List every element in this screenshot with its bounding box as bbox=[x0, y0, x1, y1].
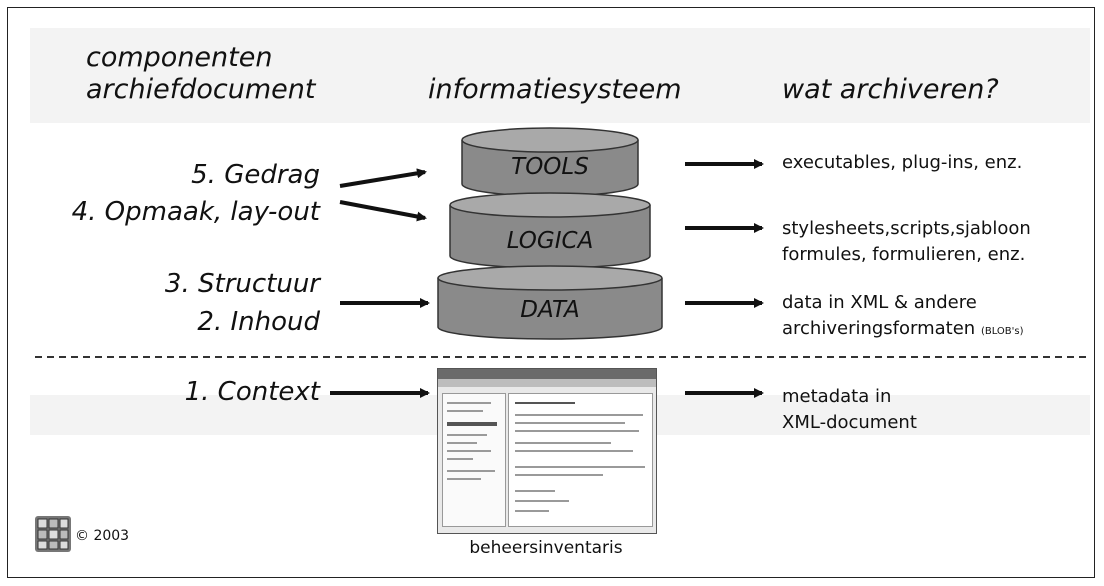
cylinder-tools-label: TOOLS bbox=[511, 154, 589, 180]
archive-data-line2: archiveringsformaten (BLOB's) bbox=[782, 316, 1024, 345]
window-titlebar bbox=[438, 369, 656, 379]
application-window-icon bbox=[437, 368, 657, 534]
arrow-behavior bbox=[339, 168, 427, 188]
component-layout: 4. Opmaak, lay-out bbox=[71, 197, 320, 227]
cylinder-logica-label: LOGICA bbox=[506, 228, 594, 254]
header-information-system: informatiesysteem bbox=[428, 74, 682, 105]
copyright: © 2003 bbox=[75, 528, 130, 544]
grid-logo-icon bbox=[35, 516, 71, 552]
header-band bbox=[30, 28, 1090, 123]
cylinder-data bbox=[437, 265, 663, 340]
arrow-layout bbox=[339, 200, 427, 222]
component-context: 1. Context bbox=[184, 377, 320, 407]
archive-logica-line2: formules, formulieren, enz. bbox=[782, 244, 1026, 265]
header-components-line2: archiefdocument bbox=[86, 74, 316, 105]
archive-logica-line1: stylesheets,scripts,sjabloon bbox=[782, 218, 1031, 239]
component-behavior: 5. Gedrag bbox=[191, 160, 320, 190]
archive-context-line2: XML-document bbox=[782, 412, 917, 433]
archive-context-line1: metadata in bbox=[782, 386, 892, 407]
header-components-line1: componenten bbox=[86, 42, 273, 73]
screenshot-caption: beheersinventaris bbox=[469, 538, 623, 558]
cylinder-data-label: DATA bbox=[520, 297, 580, 323]
cylinder-logica bbox=[449, 192, 651, 269]
component-structure: 3. Structuur bbox=[164, 269, 320, 299]
window-sidebar bbox=[442, 393, 506, 527]
header-what-to-archive: wat archiveren? bbox=[782, 74, 999, 105]
window-content bbox=[508, 393, 653, 527]
archive-data-line1: data in XML & andere bbox=[782, 292, 977, 313]
archive-data-note: (BLOB's) bbox=[980, 326, 1024, 337]
component-content: 2. Inhoud bbox=[197, 307, 320, 337]
archive-data-formats: archiveringsformaten bbox=[782, 318, 976, 339]
archive-tools: executables, plug-ins, enz. bbox=[782, 152, 1023, 173]
window-toolbar bbox=[438, 379, 656, 387]
cylinder-tools bbox=[461, 127, 639, 197]
